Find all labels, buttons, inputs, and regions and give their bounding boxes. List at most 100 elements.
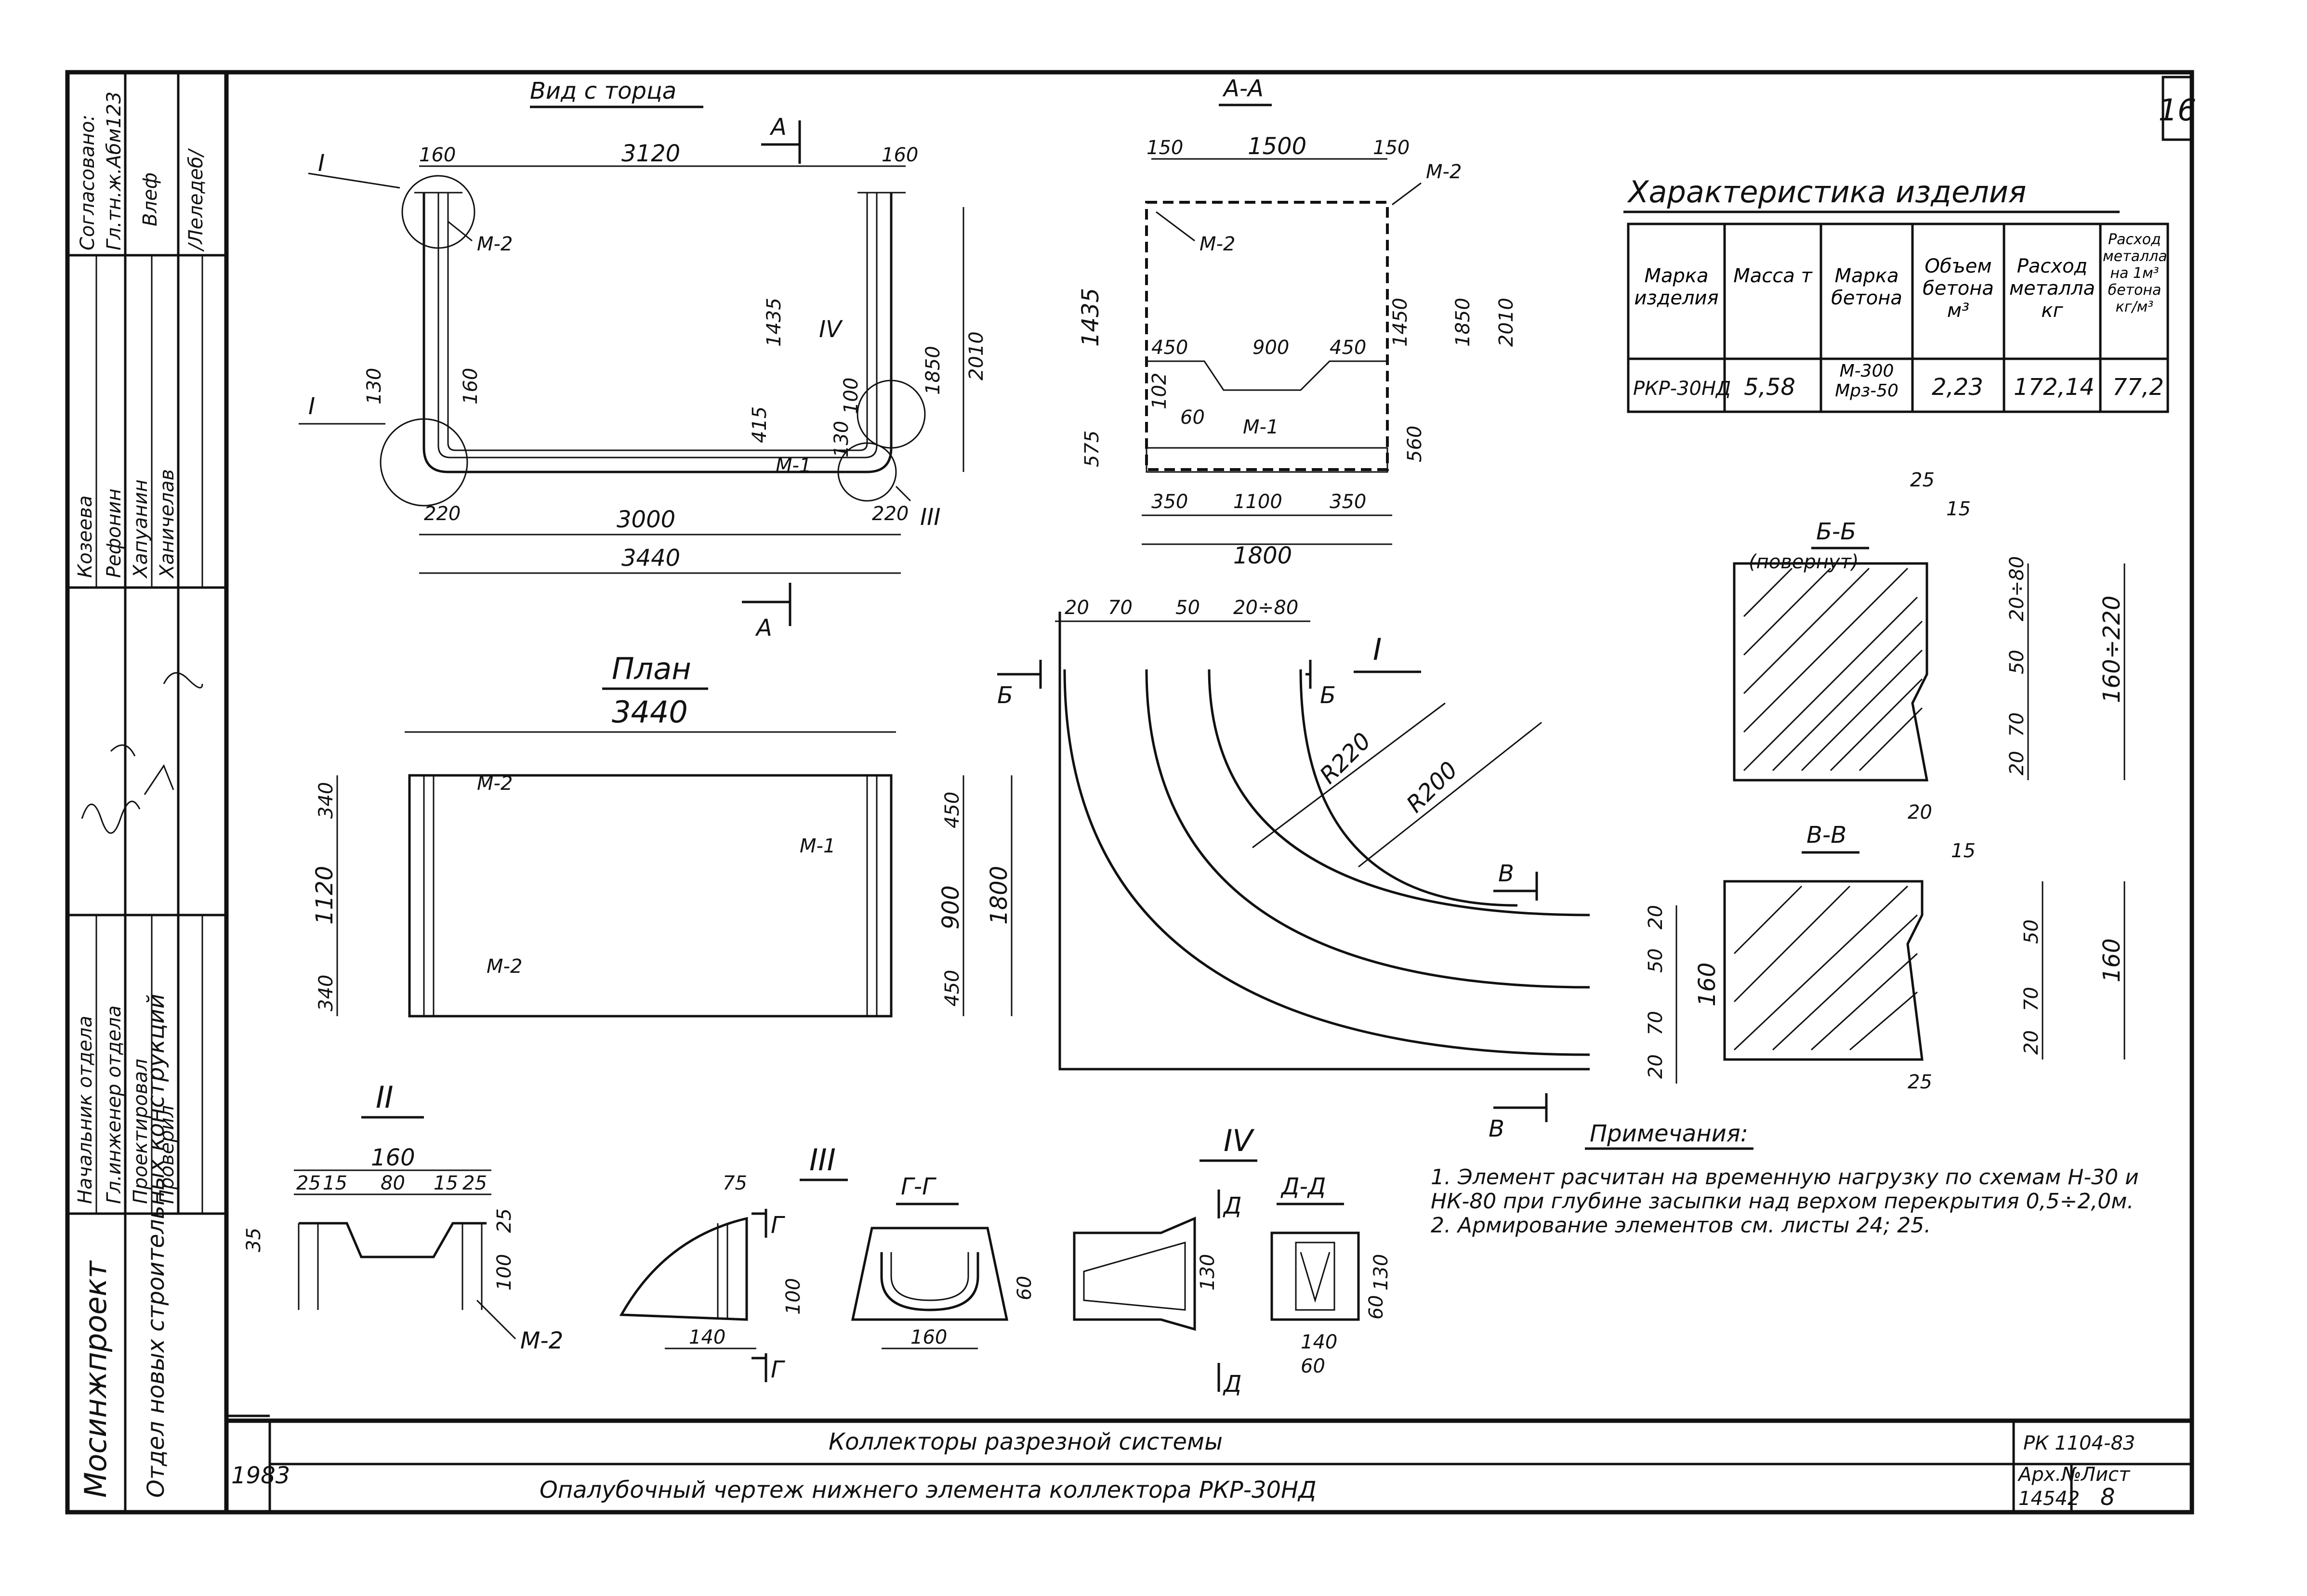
label-views-detail_IV-dims-1: 130 xyxy=(1197,1254,1219,1291)
stamp-name-3: Ханичелав xyxy=(156,469,178,579)
label-views-end_view-labels-3: IV xyxy=(819,316,843,343)
section-vv-title: В-В xyxy=(1806,822,1846,849)
label-views-end_view-dims-2: 160 xyxy=(882,144,918,166)
label-views-end_view-dims-13: 100 xyxy=(840,378,862,414)
stamp-role-0: Начальник отдела xyxy=(74,1016,96,1204)
label-views-section_aa-dims-12: 102 xyxy=(1148,373,1171,409)
stamp-org: Мосинжпроект xyxy=(78,1260,113,1498)
label-views-detail_II-dims-8: 100 xyxy=(493,1254,515,1291)
label-views-plan-labels-1: М-1 xyxy=(800,835,835,857)
label-views-section_aa-dims-3: 1435 xyxy=(1077,288,1104,347)
label-views-end_view-dims-5: 2010 xyxy=(965,331,988,380)
label-views-detail_I-labels-1: Б xyxy=(1320,682,1336,709)
label-views-end_view-labels-2: III xyxy=(920,504,940,531)
label-views-plan-labels-2: М-2 xyxy=(487,955,522,978)
label-views-section_aa-dims-11: 450 xyxy=(1330,337,1366,359)
stamp-role-2: Проектировал xyxy=(130,1059,152,1204)
title-code: РК 1104-83 xyxy=(2023,1432,2135,1454)
td-volume: 2,23 xyxy=(1932,374,1983,401)
label-views-detail_III-dims-0: 75 xyxy=(723,1172,747,1194)
label-views-detail_III-labels-0: Г xyxy=(771,1212,785,1239)
side-stamp: Согласовано: Гл.тн.ж.Абм123 Влеф /Леледе… xyxy=(67,72,290,1512)
td-mass: 5,58 xyxy=(1744,374,1795,401)
label-views-end_view-dims-14: 130 xyxy=(831,421,853,458)
label-views-section_aa-dims-7: 575 xyxy=(1081,431,1103,467)
label-views-section_bb-dims-5: 20 xyxy=(2006,751,2028,775)
end-view: Вид с торца А А 160 3120 160 1435 1850 2… xyxy=(299,78,988,641)
section-gg-title: Г-Г xyxy=(901,1173,936,1200)
title-sheet-no: 8 xyxy=(2100,1484,2115,1511)
label-views-section_aa-labels-1: М-1 xyxy=(1243,416,1279,438)
label-views-section_vv-dims-2: 50 xyxy=(2020,919,2043,944)
title-block: Коллекторы разрезной системы Опалубочный… xyxy=(226,1418,2192,1512)
stamp-soglasovano: Согласовано: xyxy=(77,115,99,250)
label-views-detail_I-dims-4: R220 xyxy=(1315,728,1376,789)
label-views-section_bb-dims-0: 25 xyxy=(1910,469,1935,491)
th-volume: Объем бетона м³ xyxy=(1923,255,1994,322)
notes-title: Примечания: xyxy=(1590,1120,1748,1147)
stamp-role-1: Гл.инженер отдела xyxy=(103,1006,125,1204)
label-views-end_view-dims-11: 130 xyxy=(363,368,385,405)
label-views-detail_I-dims-0: 20 xyxy=(1065,597,1089,619)
label-views-plan-labels-0: М-2 xyxy=(477,772,513,795)
label-views-detail_III-dims-1: 100 xyxy=(782,1278,804,1315)
stamp-name-1: Рефонин xyxy=(103,488,125,578)
label-views-detail_I-dims-10: 160 xyxy=(1694,962,1721,1007)
label-views-end_view-dims-9: 220 xyxy=(872,503,909,525)
label-views-plan-dims-2: 1120 xyxy=(311,866,338,925)
label-views-section_aa-dims-5: 1850 xyxy=(1452,298,1474,347)
label-views-section_dd-dims-3: 60 xyxy=(1301,1355,1325,1377)
label-views-detail_I-labels-3: В xyxy=(1489,1115,1504,1142)
label-views-detail_I-dims-7: 50 xyxy=(1645,948,1667,973)
stamp-name-2: Хапуанин xyxy=(130,479,152,579)
note-2: 2. Армирование элементов см. листы 24; 2… xyxy=(1431,1213,1931,1238)
signatures-icon xyxy=(81,672,203,834)
stamp-dept: Отдел новых строительных конструкций xyxy=(143,994,170,1498)
label-views-plan-dims-5: 900 xyxy=(937,885,964,929)
detail-ii-title: II xyxy=(376,1080,394,1115)
detail-i: I R220 R200 20 70 50 20÷80 20 50 70 20 1… xyxy=(997,597,1721,1142)
end-view-mark-top: А xyxy=(769,114,787,141)
label-views-section_aa-dims-4: 1450 xyxy=(1389,298,1411,347)
label-views-plan-dims-1: 340 xyxy=(315,782,337,819)
label-views-detail_II-dims-3: 80 xyxy=(381,1172,405,1194)
detail-iv-title: IV xyxy=(1224,1123,1255,1158)
label-views-end_view-dims-6: 415 xyxy=(749,406,771,443)
label-views-end_view-labels-0: I xyxy=(308,393,315,420)
label-views-section_aa-dims-0: 150 xyxy=(1147,137,1183,159)
label-views-plan-dims-7: 1800 xyxy=(986,866,1013,925)
label-views-end_view-dims-0: 160 xyxy=(419,144,456,166)
label-views-section_bb-dims-1: 15 xyxy=(1946,498,1971,520)
label-views-section_aa-dims-8: 560 xyxy=(1404,426,1426,462)
stamp-chief: Гл.тн.ж.Абм123 xyxy=(103,92,125,250)
label-views-detail_II-dims-1: 25 xyxy=(296,1172,321,1194)
label-views-section_aa-dims-14: 350 xyxy=(1151,491,1188,513)
label-views-section_vv-dims-0: 20 xyxy=(1908,801,1932,824)
label-views-detail_II-dims-6: 35 xyxy=(243,1228,265,1252)
plan-view: План 3440 340 1120 340 450 900 450 1800 … xyxy=(311,651,1013,1018)
stamp-sig1: Влеф xyxy=(139,172,161,226)
sheet-number-box xyxy=(2162,76,2193,141)
section-dd-title: Д-Д xyxy=(1280,1173,1326,1200)
label-views-section_bb-dims-6: 160÷220 xyxy=(2098,596,2125,703)
th-metal: Расход металла кг xyxy=(2009,255,2096,322)
title-line-1: Коллекторы разрезной системы xyxy=(829,1428,1223,1455)
section-aa: А-А 150 1500 150 1435 1450 1850 2010 575… xyxy=(1077,75,1517,569)
label-views-section_dd-dims-2: 140 xyxy=(1301,1331,1337,1353)
label-views-detail_II-dims-2: 15 xyxy=(323,1172,347,1194)
th-metal-per-m3: Расход металла на 1м³ бетона кг/м³ xyxy=(2103,231,2166,315)
label-views-end_view-dims-4: 1850 xyxy=(922,346,944,395)
section-gg: Г-Г 160 xyxy=(851,1173,1009,1349)
label-views-section_vv-dims-5: 160 xyxy=(2098,938,2125,982)
plan-title: План xyxy=(612,651,691,686)
label-views-section_aa-dims-9: 450 xyxy=(1151,337,1188,359)
label-views-plan-dims-6: 450 xyxy=(941,970,963,1007)
detail-ii: II 160 25 15 80 15 25 35 25 100 М-2 xyxy=(243,1080,563,1354)
stamp-name-0: Козеева xyxy=(74,496,96,578)
label-views-plan-dims-4: 450 xyxy=(941,792,963,828)
end-view-mark-bottom: А xyxy=(755,615,772,641)
td-mark: РКР-30НД xyxy=(1633,378,1731,400)
label-views-end_view-dims-3: 1435 xyxy=(763,298,785,347)
